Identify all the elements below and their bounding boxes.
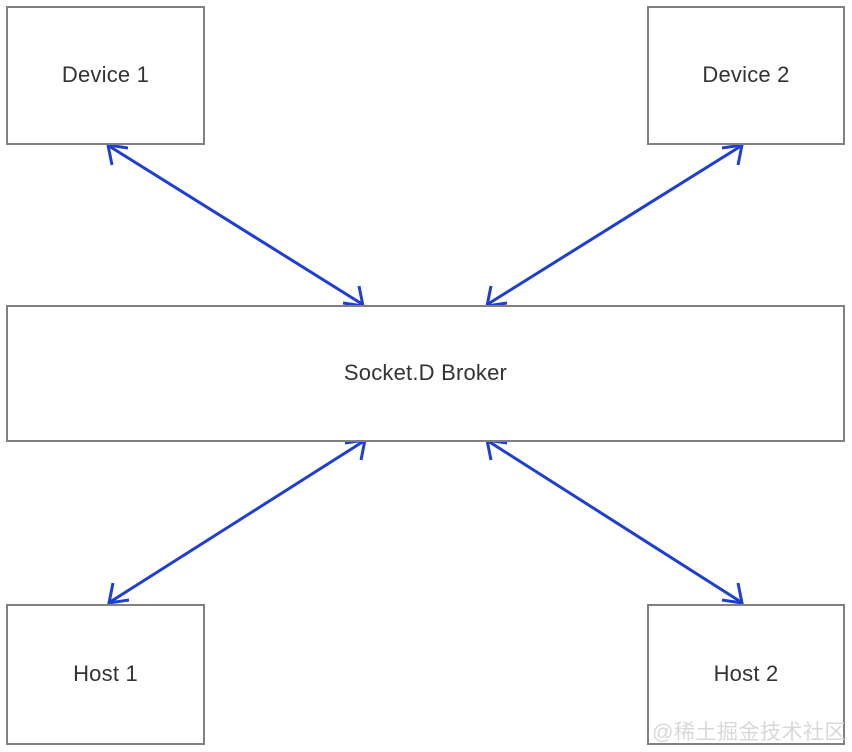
edge-device1-broker xyxy=(106,143,365,308)
node-device-1[interactable]: Device 1 xyxy=(6,6,205,145)
edge-broker-host2 xyxy=(485,438,744,605)
node-socketd-broker[interactable]: Socket.D Broker xyxy=(6,305,845,442)
node-device-2[interactable]: Device 2 xyxy=(647,6,845,145)
edge-device2-broker xyxy=(485,143,744,308)
node-host-2[interactable]: Host 2 xyxy=(647,604,845,745)
watermark: @稀土掘金技术社区 xyxy=(652,721,846,744)
edge-broker-host1 xyxy=(107,438,367,605)
node-device-1-label: Device 1 xyxy=(61,62,150,88)
node-host-2-label: Host 2 xyxy=(713,661,779,687)
node-host-1[interactable]: Host 1 xyxy=(6,604,205,745)
node-device-2-label: Device 2 xyxy=(702,62,790,88)
node-broker-label: Socket.D Broker xyxy=(343,360,508,386)
node-host-1-label: Host 1 xyxy=(73,661,138,687)
